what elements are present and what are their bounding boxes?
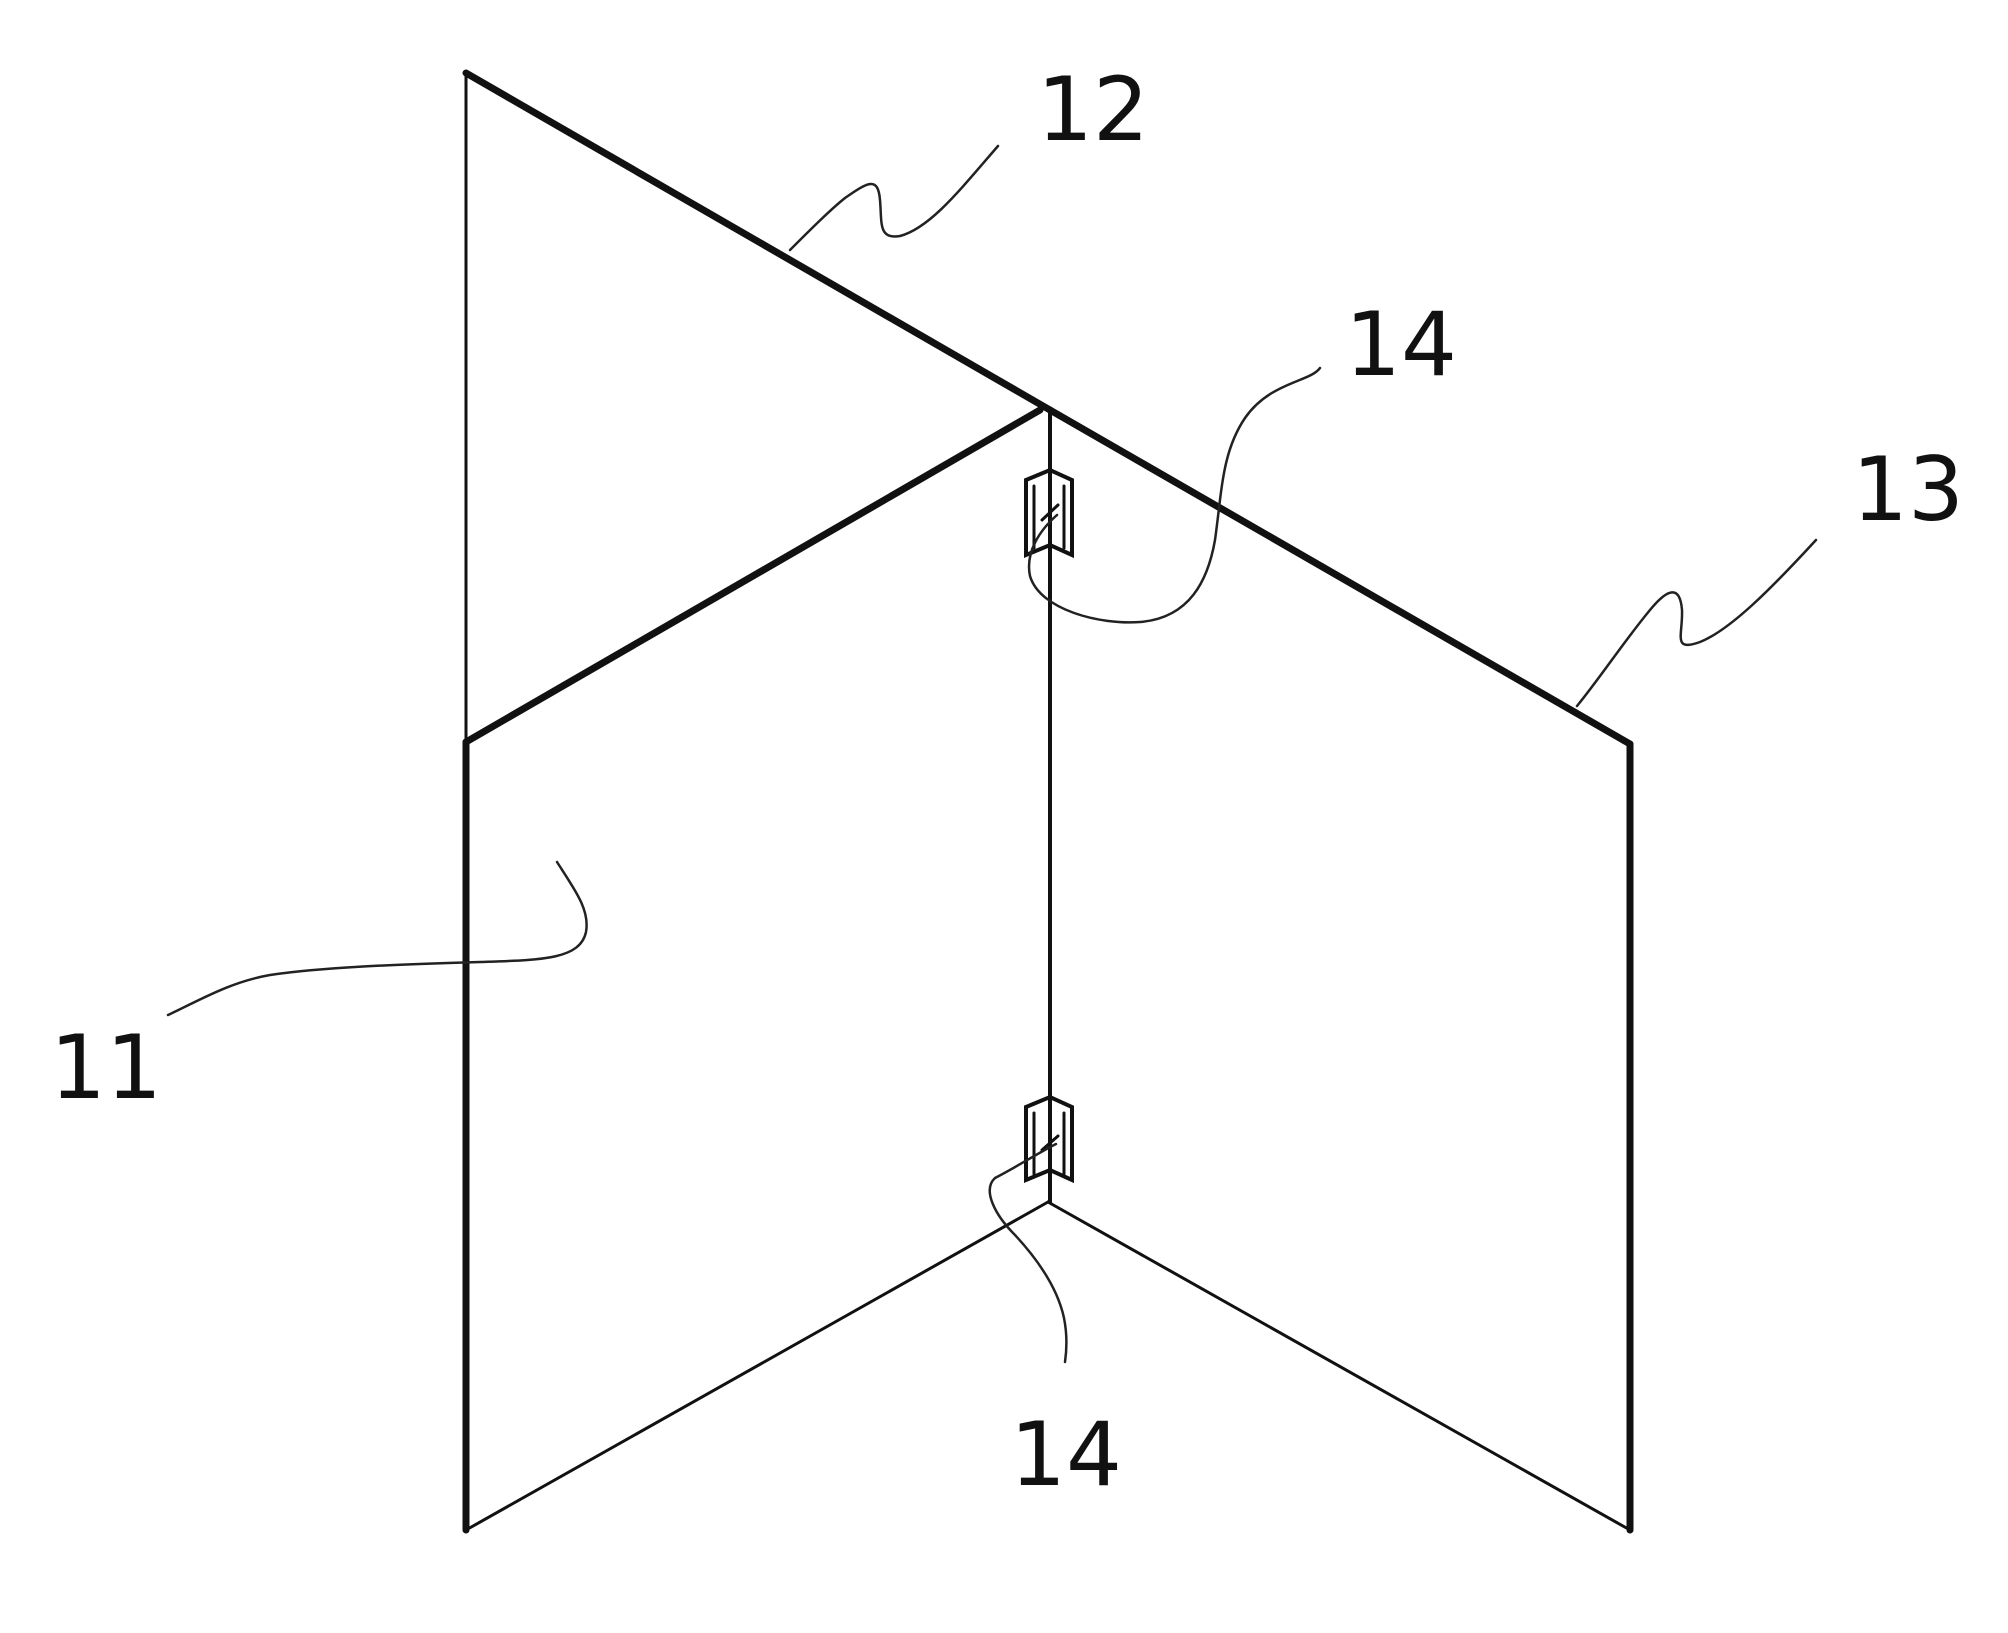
label-13: 13 (1852, 438, 1964, 541)
panel-12 (462, 69, 1054, 744)
leader-line-12 (788, 144, 1000, 252)
hinge-bottom (1024, 1094, 1074, 1184)
leader-line-13 (1575, 538, 1818, 708)
label-14-bottom: 14 (1010, 1403, 1122, 1506)
panel-13 (1046, 406, 1634, 1534)
label-11: 11 (50, 1016, 162, 1119)
label-12: 12 (1037, 58, 1149, 161)
leader-line-14-bottom (988, 1142, 1068, 1364)
hinge-top (1024, 467, 1074, 559)
leader-line-14-top (1027, 366, 1322, 624)
label-14-top: 14 (1345, 293, 1457, 396)
panel-11 (462, 406, 1050, 1534)
leader-line-11 (166, 860, 588, 1017)
